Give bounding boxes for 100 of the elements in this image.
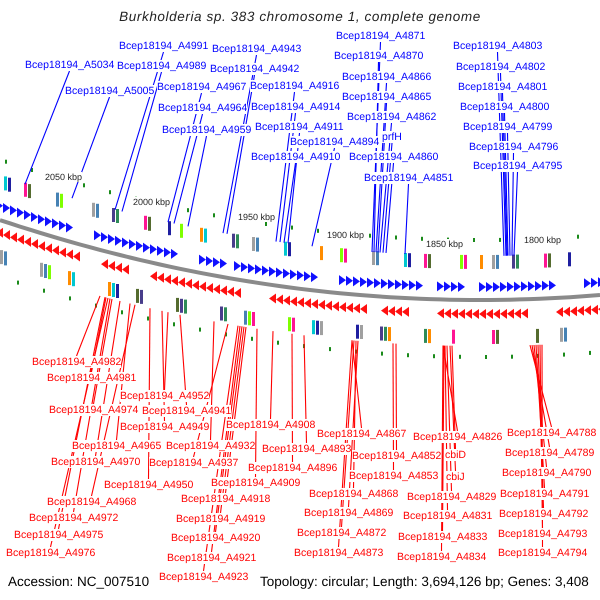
gene-label: Bcep18194_A4801 xyxy=(458,81,548,93)
gene-label: Bcep18194_A4871 xyxy=(336,30,426,42)
gene-label: Bcep18194_A4852 xyxy=(352,450,442,462)
gene-label: Bcep18194_A4937 xyxy=(149,457,238,469)
gene-label: Bcep18194_A4914 xyxy=(251,101,340,113)
gene-label: Bcep18194_A4865 xyxy=(342,91,432,103)
scale-label: 1950 kbp xyxy=(238,212,276,222)
gene-label: Bcep18194_A4791 xyxy=(500,488,590,500)
gene-label: Bcep18194_A4826 xyxy=(413,431,502,443)
gene-label: Bcep18194_A4829 xyxy=(407,491,496,503)
leader-line xyxy=(404,184,410,254)
leader-line xyxy=(511,153,514,256)
gene-label: Bcep18194_A4788 xyxy=(507,427,596,439)
gene-label: Bcep18194_A4920 xyxy=(171,532,260,544)
gene-label: Bcep18194_A4981 xyxy=(47,372,136,384)
gene-label: Bcep18194_A4868 xyxy=(309,488,398,500)
leader-line xyxy=(385,162,394,253)
gene-label: Bcep18194_A4991 xyxy=(119,40,208,52)
leader-line xyxy=(531,345,550,448)
gene-label: Bcep18194_A4789 xyxy=(505,447,594,459)
gene-label: Bcep18194_A4970 xyxy=(51,456,140,468)
gene-label: Bcep18194_A4942 xyxy=(210,63,300,75)
gene-label: Bcep18194_A4833 xyxy=(398,531,488,543)
gene-label: Bcep18194_A4919 xyxy=(176,513,266,525)
gene-label: Bcep18194_A4950 xyxy=(104,479,194,491)
leader-line xyxy=(71,96,110,198)
gene-label: Bcep18194_A4952 xyxy=(120,390,210,402)
leader-line xyxy=(164,312,169,390)
gene-label: Bcep18194_A4932 xyxy=(166,440,256,452)
gene-label: Bcep18194_A4794 xyxy=(498,547,588,559)
leader-line xyxy=(351,340,362,428)
gene-label: Bcep18194_A4909 xyxy=(211,477,300,489)
gene-label: Bcep18194_A4941 xyxy=(142,405,232,417)
gene-label: Bcep18194_A4959 xyxy=(162,124,252,136)
gene-label: Bcep18194_A5034 xyxy=(25,59,114,71)
gene-label: Bcep18194_A4793 xyxy=(498,528,588,540)
gene-label: cbiD xyxy=(445,449,466,461)
gene-label: Bcep18194_A4923 xyxy=(159,571,248,583)
leader-line xyxy=(270,331,274,420)
gene-label: Bcep18194_A4910 xyxy=(251,151,340,163)
gene-label: Bcep18194_A4870 xyxy=(334,50,424,62)
gene-label: Bcep18194_A4967 xyxy=(157,81,246,93)
footer-text: Accession: NC_007510 xyxy=(8,574,150,589)
gene-label: Bcep18194_A4911 xyxy=(255,121,344,133)
gene-label: Bcep18194_A4949 xyxy=(120,421,210,433)
gene-label: Bcep18194_A4831 xyxy=(403,510,492,522)
gene-label: Bcep18194_A4799 xyxy=(463,121,552,133)
gene-label: Bcep18194_A4867 xyxy=(317,428,406,440)
scale-label: 2000 kbp xyxy=(133,196,170,207)
gene-label: Bcep18194_A4800 xyxy=(460,101,550,113)
scale-label: 1850 kbp xyxy=(426,238,464,249)
gene-label: Bcep18194_A4965 xyxy=(72,440,162,452)
scale-label: 1900 kbp xyxy=(327,230,364,240)
gene-label: Bcep18194_A4862 xyxy=(347,111,436,123)
gene-label: Bcep18194_A4869 xyxy=(304,507,394,519)
leader-line xyxy=(529,344,552,428)
leader-line xyxy=(311,148,336,246)
gene-label: Bcep18194_A4916 xyxy=(250,80,340,92)
gene-label: Bcep18194_A4894 xyxy=(290,136,380,148)
leader-line xyxy=(303,335,308,444)
footer-text: Topology: circular; Length: 3,694,126 bp; Genes: 3,408 xyxy=(260,574,589,589)
leader-line xyxy=(513,172,518,256)
leader-line xyxy=(187,136,208,227)
scale-label: 1800 kbp xyxy=(524,234,562,245)
gene-label: Bcep18194_A4921 xyxy=(167,552,256,564)
gene-label: Bcep18194_A4851 xyxy=(364,172,454,184)
gene-label: Bcep18194_A4968 xyxy=(47,496,136,508)
gene-label: Bcep18194_A4918 xyxy=(181,493,270,505)
gene-label: Bcep18194_A4802 xyxy=(456,61,546,73)
gene-label: Bcep18194_A4908 xyxy=(226,419,316,431)
gene-label: Bcep18194_A4873 xyxy=(294,547,384,559)
gene-label: Bcep18194_A4796 xyxy=(469,141,558,153)
leader-line xyxy=(446,346,452,492)
gene-label: Bcep18194_A4943 xyxy=(212,43,302,55)
scale-label: 2050 kbp xyxy=(45,172,82,182)
gene-label: Bcep18194_A4989 xyxy=(117,60,206,72)
gene-label: Bcep18194_A4972 xyxy=(29,512,118,524)
gene-label: prfH xyxy=(382,131,402,143)
gene-label: Bcep18194_A4792 xyxy=(499,508,588,520)
gene-label: Bcep18194_A4866 xyxy=(342,71,432,83)
leader-line xyxy=(395,344,398,450)
gene-label: Bcep18194_A4803 xyxy=(453,40,542,52)
gene-label: Bcep18194_A4834 xyxy=(397,551,486,563)
gene-label: Bcep18194_A4976 xyxy=(6,547,96,559)
leader-line xyxy=(24,70,70,184)
leader-line xyxy=(76,296,101,356)
gene-label: Bcep18194_A4896 xyxy=(248,462,338,474)
gene-label: cbiJ xyxy=(446,471,465,483)
leader-line xyxy=(283,162,296,243)
gene-label: Bcep18194_A4982 xyxy=(32,356,122,368)
gene-label: Bcep18194_A4795 xyxy=(473,160,562,172)
leader-line xyxy=(451,346,456,450)
leader-line xyxy=(179,314,188,406)
title: Burkholderia sp. 383 chromosome 1, complete genome xyxy=(118,9,482,24)
leader-line xyxy=(210,321,215,440)
leader-line xyxy=(121,72,162,212)
gene-label: Bcep18194_A4964 xyxy=(158,102,248,114)
gene-label: Bcep18194_A5005 xyxy=(65,85,154,97)
leader-line xyxy=(173,114,204,224)
gene-label: Bcep18194_A4974 xyxy=(49,404,138,416)
